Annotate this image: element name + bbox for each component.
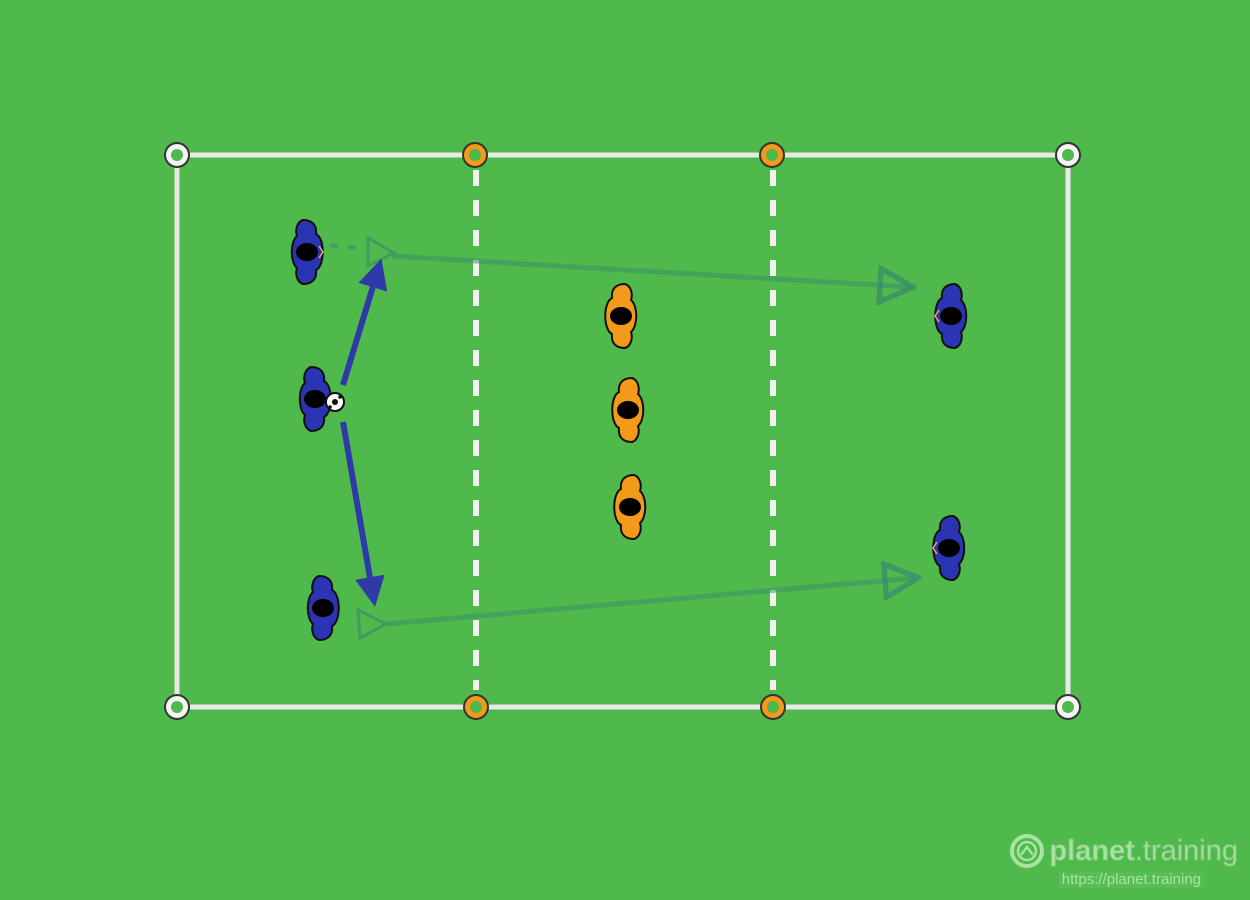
blue-player-bottom-left bbox=[306, 574, 340, 642]
watermark-brand-row: planet.training bbox=[1009, 833, 1239, 869]
blue-player-ball-carrier bbox=[298, 365, 332, 433]
orange-player-top bbox=[604, 282, 638, 350]
watermark-url[interactable]: https://planet.training bbox=[1058, 871, 1204, 888]
pass-arrow-up bbox=[340, 258, 388, 386]
corner-cone-top-right bbox=[1055, 142, 1081, 168]
run-arrow-bottom-triangle bbox=[356, 607, 390, 641]
watermark-brand-name: planet bbox=[1049, 834, 1135, 867]
blue-player-top-left bbox=[290, 218, 324, 286]
soccer-ball-icon bbox=[325, 392, 345, 412]
pass-arrow-down bbox=[340, 421, 385, 607]
watermark-brand: planet.training bbox=[1049, 834, 1239, 868]
run-arrow-bottom bbox=[385, 578, 915, 627]
zone-cone-bottom-right bbox=[760, 694, 786, 720]
pitch-boundary bbox=[174, 152, 1071, 710]
watermark-brand-suffix: .training bbox=[1134, 834, 1238, 867]
zone-cone-bottom-left bbox=[463, 694, 489, 720]
watermark: planet.training https://planet.training bbox=[1009, 833, 1239, 888]
blue-player-bottom-right bbox=[932, 514, 966, 582]
zone-cone-top-right bbox=[759, 142, 785, 168]
corner-cone-bottom-right bbox=[1055, 694, 1081, 720]
blue-player-top-right bbox=[934, 282, 968, 350]
corner-cone-bottom-left bbox=[164, 694, 190, 720]
run-arrow-top-start bbox=[329, 243, 365, 251]
orange-player-bottom bbox=[613, 473, 647, 541]
planet-logo-icon bbox=[1010, 834, 1045, 868]
orange-player-middle bbox=[611, 376, 645, 444]
zone-cone-top-left bbox=[462, 142, 488, 168]
corner-cone-top-left bbox=[164, 142, 190, 168]
run-arrow-top bbox=[391, 253, 910, 287]
run-arrow-top-triangle bbox=[366, 235, 398, 269]
